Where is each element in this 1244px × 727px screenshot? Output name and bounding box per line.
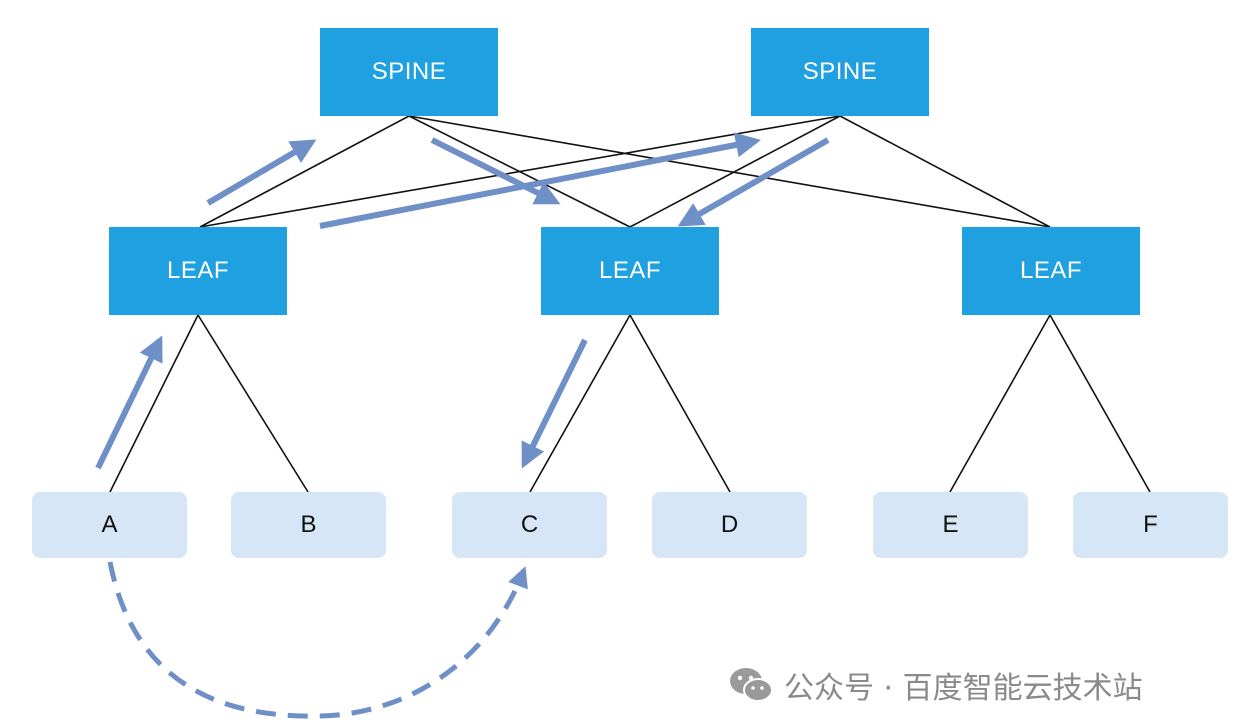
link-leaf2-host-c [529,314,631,493]
wechat-icon [730,668,773,702]
host-e: E [873,492,1028,558]
link-spine2-leaf1 [199,115,841,228]
path-arrow-spine1-to-leaf2 [430,137,561,205]
host-f: F [1073,492,1228,558]
host-a: A [32,492,187,558]
host-b-label: B [300,511,317,538]
host-f-label: F [1143,511,1158,538]
spine-switch-2-label: SPINE [802,58,878,85]
link-spine2-leaf2 [629,115,841,228]
path-arrow-leaf2-to-c [521,338,588,469]
link-spine1-leaf1 [199,115,410,228]
link-spine1-leaf3 [408,115,1051,228]
leaf-switch-2: LEAF [541,227,719,315]
watermark: 公众号 · 百度智能云技术站 [728,660,1143,710]
link-leaf3-host-e [949,314,1051,493]
host-d: D [652,492,807,558]
leaf-switch-3: LEAF [962,227,1140,315]
link-leaf2-host-d [629,314,731,493]
host-b: B [231,492,386,558]
host-a-label: A [101,511,118,538]
link-leaf1-host-a [109,314,199,493]
path-arrow-leaf1-to-spine2 [319,132,761,229]
host-e-label: E [942,511,959,538]
watermark-text: 公众号 · 百度智能云技术站 [784,671,1143,706]
leaf-switch-1: LEAF [109,227,287,315]
link-spine2-leaf3 [839,115,1051,228]
host-c-label: C [520,511,539,538]
leaf-switch-1-label: LEAF [166,257,230,284]
leaf-switch-2-label: LEAF [598,257,662,284]
path-arrow-leaf1-to-spine1 [206,139,317,206]
path-arrow-a-to-leaf1 [95,335,163,470]
host-d-label: D [720,511,739,538]
leaf-switch-3-label: LEAF [1019,257,1083,284]
link-leaf3-host-f [1049,314,1151,493]
path-arrow-spine2-to-leaf2 [677,137,830,227]
logical-path-a-to-c [107,561,528,719]
spine-switch-2: SPINE [751,28,929,116]
host-c: C [452,492,607,558]
link-leaf1-host-b [197,314,309,493]
spine-switch-1: SPINE [320,28,498,116]
spine-switch-1-label: SPINE [371,58,447,85]
